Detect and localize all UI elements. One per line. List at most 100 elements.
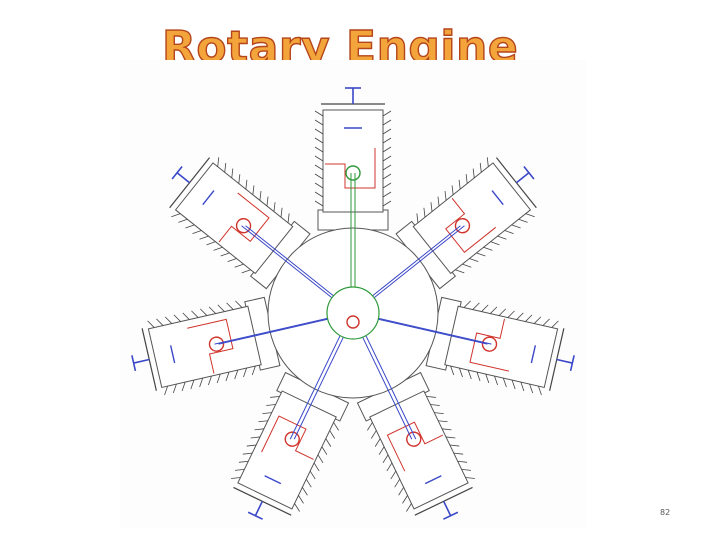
- cooling-fin: [525, 213, 535, 218]
- cooling-fin: [314, 164, 324, 171]
- cooling-fin: [382, 200, 392, 207]
- cooling-fin: [374, 438, 381, 447]
- cooling-fin: [147, 320, 155, 328]
- cooling-fin: [490, 241, 500, 246]
- cooling-fin: [164, 316, 173, 324]
- cooling-fin: [225, 371, 230, 382]
- cooling-fin: [416, 213, 419, 223]
- cooling-fin: [182, 312, 190, 320]
- cooling-fin: [498, 308, 507, 316]
- cooling-fin: [497, 235, 507, 240]
- cylinder-barrel: [237, 390, 337, 510]
- cooling-fin: [314, 128, 324, 135]
- spark-plug-icon: [176, 172, 191, 184]
- cooling-fin: [258, 420, 268, 423]
- valve: [202, 190, 215, 206]
- cooling-fin: [314, 182, 324, 189]
- cooling-fin: [476, 252, 486, 257]
- cooling-fin: [309, 470, 316, 480]
- connecting-rod-7: [241, 225, 339, 303]
- cooling-fin: [314, 137, 324, 144]
- piston: [187, 318, 234, 374]
- spark-plug-icon: [131, 355, 137, 372]
- cooling-fin: [314, 146, 324, 153]
- cooling-fin: [459, 367, 463, 378]
- cooling-fin: [520, 381, 525, 392]
- cooling-fin: [382, 110, 392, 117]
- cooling-fin: [314, 173, 324, 180]
- master-rod-hub: [326, 286, 380, 340]
- cooling-fin: [266, 196, 269, 207]
- cooling-fin: [238, 174, 241, 184]
- cooling-fin: [216, 373, 221, 384]
- cylinder-3: [425, 296, 575, 396]
- cooling-fin: [287, 213, 290, 223]
- crank-pin: [346, 315, 360, 329]
- cooling-fin: [390, 470, 397, 480]
- cylinder-head: [414, 486, 473, 516]
- cooling-fin: [243, 367, 247, 378]
- cooling-fin: [302, 487, 308, 496]
- cooling-fin: [386, 462, 393, 472]
- cylinder-1: [314, 87, 392, 231]
- cooling-fin: [382, 173, 392, 180]
- cooling-fin: [516, 312, 524, 320]
- cooling-fin: [504, 230, 514, 234]
- cooling-fin: [280, 207, 283, 218]
- wrist-pin: [454, 218, 471, 234]
- cooling-fin: [430, 202, 433, 212]
- cylinder-head: [495, 157, 537, 209]
- cooling-fin: [246, 444, 257, 447]
- cooling-fin: [382, 182, 392, 189]
- cooling-fin: [325, 438, 332, 447]
- connecting-rod-2: [367, 225, 465, 303]
- crank-hub-group: [326, 286, 380, 340]
- cooling-fin: [208, 306, 216, 314]
- cooling-fin: [437, 196, 440, 207]
- spark-plug-icon: [171, 165, 183, 180]
- cooling-fin: [465, 477, 475, 479]
- cooling-fin: [481, 304, 489, 312]
- cooling-fin: [234, 263, 244, 268]
- cylinder-head: [233, 486, 292, 516]
- cooling-fin: [445, 436, 456, 439]
- piston: [386, 421, 444, 472]
- cooling-fin: [450, 365, 455, 376]
- cooling-fin: [370, 430, 377, 439]
- cooling-fin: [469, 258, 479, 263]
- cooling-fin: [156, 318, 164, 326]
- cylinder-7: [169, 157, 311, 290]
- cooling-fin: [472, 302, 480, 310]
- cooling-fin: [511, 224, 521, 229]
- cooling-fin: [208, 375, 212, 386]
- cooling-fin: [538, 385, 542, 396]
- cooling-fin: [402, 495, 408, 504]
- cooling-fin: [171, 213, 181, 218]
- cooling-fin: [251, 365, 256, 376]
- cooling-fin: [444, 190, 447, 201]
- cooling-fin: [294, 503, 300, 512]
- valve: [530, 345, 537, 364]
- cooling-fin: [173, 314, 181, 322]
- cooling-fin: [314, 155, 324, 162]
- cooling-fin: [518, 218, 528, 223]
- cooling-fin: [367, 422, 373, 431]
- cooling-fin: [476, 371, 481, 382]
- rotary-engine-diagram: [131, 87, 575, 520]
- cooling-fin: [423, 207, 426, 218]
- cooling-fin: [250, 436, 261, 439]
- cooling-fin: [463, 300, 471, 308]
- piston: [469, 318, 510, 372]
- cooling-fin: [511, 379, 516, 390]
- cooling-fin: [273, 202, 276, 212]
- connecting-rod-4: [361, 328, 417, 440]
- cooling-fin: [226, 302, 234, 310]
- piston: [218, 192, 270, 243]
- cooling-fin: [178, 218, 188, 223]
- connecting-rod-5: [289, 328, 345, 440]
- valve: [169, 345, 176, 364]
- piston: [325, 148, 376, 189]
- wrist-pin: [345, 165, 361, 181]
- cylinder-barrel: [322, 109, 384, 213]
- wrist-pin: [235, 218, 252, 234]
